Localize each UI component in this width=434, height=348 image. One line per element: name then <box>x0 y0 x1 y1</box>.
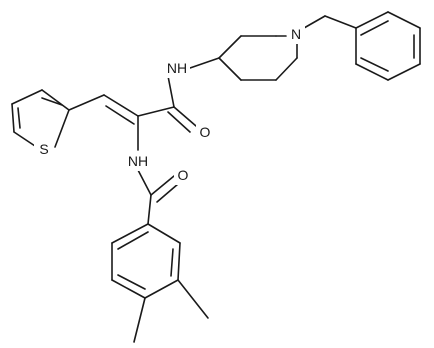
bond <box>137 106 175 117</box>
bond <box>324 15 357 29</box>
atom-label-nh-amide-bottom: NH <box>128 153 148 169</box>
bond <box>387 63 421 81</box>
bond <box>147 223 181 244</box>
bond <box>177 242 181 281</box>
bond <box>177 279 209 319</box>
bond <box>156 183 179 203</box>
bond <box>387 11 421 29</box>
bond <box>150 175 175 196</box>
atom-labels: N NH O S NH O <box>34 25 305 185</box>
bond <box>360 20 389 36</box>
bond <box>111 223 149 244</box>
atom-label-o-amide-top: O <box>200 124 211 140</box>
bond <box>137 169 152 196</box>
bond <box>117 231 149 250</box>
bond <box>167 75 175 108</box>
bond <box>355 63 389 81</box>
atom-label-nh-amide-top: NH <box>167 60 187 76</box>
bond <box>41 89 70 111</box>
bond <box>218 35 242 59</box>
bond <box>170 248 174 277</box>
bond <box>355 11 389 29</box>
bond <box>11 103 15 133</box>
bond <box>41 97 63 106</box>
bond <box>133 297 146 343</box>
atom-label-n-piperidine: N <box>291 26 301 42</box>
atom-label-o-amide-bottom: O <box>178 167 189 183</box>
bond <box>167 111 191 133</box>
bond <box>103 94 139 117</box>
bond <box>147 194 152 225</box>
bond <box>303 15 326 29</box>
bond <box>105 105 135 125</box>
atom-label-s-thiophene: S <box>39 141 48 157</box>
bond <box>54 109 70 148</box>
bond <box>360 57 389 72</box>
bond <box>275 57 298 81</box>
bond <box>13 131 36 147</box>
bond <box>11 89 43 105</box>
bond <box>189 57 220 69</box>
bond <box>218 57 242 81</box>
bond <box>173 106 197 127</box>
bond <box>111 279 146 299</box>
bond <box>68 94 105 111</box>
bond <box>144 279 179 299</box>
bond <box>117 274 146 290</box>
bond <box>17 107 21 129</box>
bonds <box>11 11 421 343</box>
